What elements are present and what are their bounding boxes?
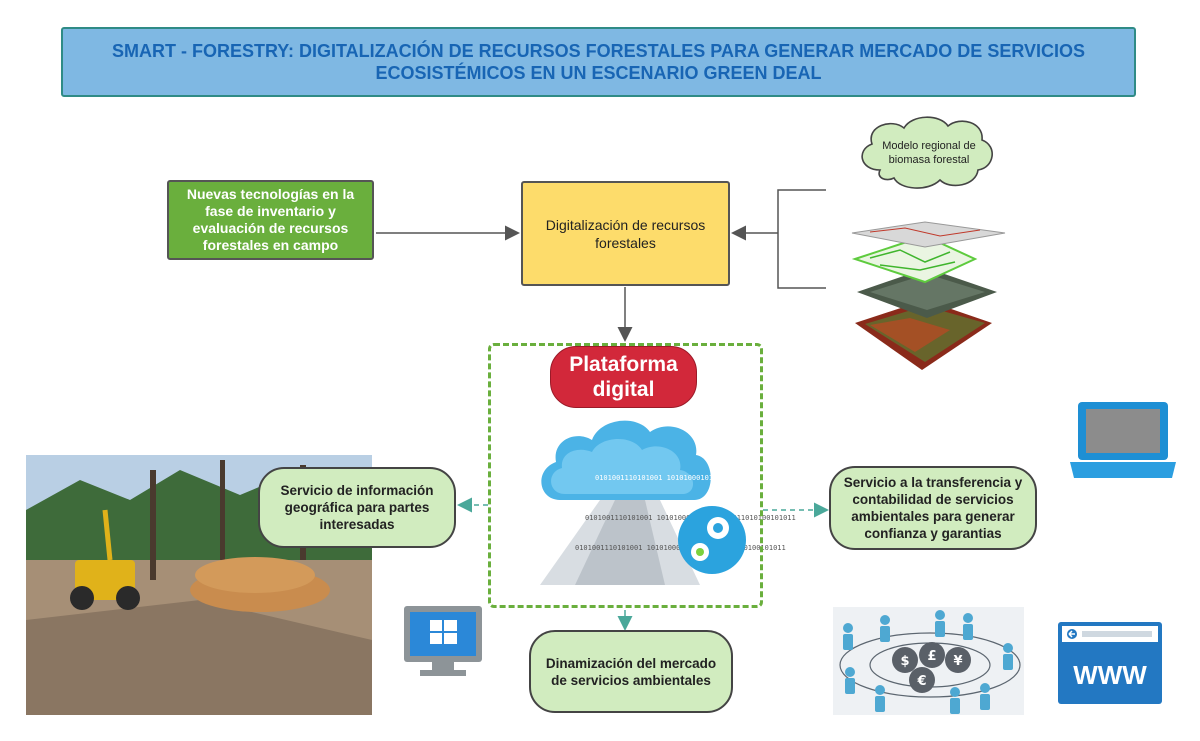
dollar-symbol: $ (900, 654, 909, 669)
money-network-graphic: $ £ ¥ € (833, 607, 1024, 715)
thought-cloud-shape (861, 116, 993, 189)
forest-harvester-photo (26, 455, 372, 715)
desktop-monitor-icon (404, 606, 482, 676)
transfer-accounting-service-box: Servicio a la transferencia y contabilid… (829, 466, 1037, 550)
platform-dashed-frame (488, 343, 763, 608)
digitalization-box: Digitalización de recursos forestales (521, 181, 730, 286)
bracket-layers (777, 189, 826, 289)
biomass-model-label: Modelo regional de biomasa forestal (882, 140, 976, 166)
binary-text-1: 0101001110101001 1010100010110101 001101… (595, 474, 806, 482)
gis-layers-graphic (851, 221, 1006, 370)
www-label: WWW (1073, 660, 1147, 690)
euro-symbol: € (916, 674, 926, 689)
market-dynamization-box: Dinamización del mercado de servicios am… (529, 630, 733, 713)
digital-platform-label: Plataforma digital (550, 346, 697, 408)
inventory-technologies-box: Nuevas tecnologías en la fase de inventa… (167, 180, 374, 260)
page-title: SMART - FORESTRY: DIGITALIZACIÓN DE RECU… (111, 41, 1086, 83)
gears-icon (678, 506, 746, 574)
geo-information-service-box: Servicio de información geográfica para … (258, 467, 456, 548)
windows-logo-icon (430, 620, 457, 644)
yen-symbol: ¥ (953, 654, 962, 669)
pound-symbol: £ (927, 649, 936, 664)
laptop-icon (1070, 402, 1176, 478)
www-browser-icon: WWW (1058, 622, 1162, 704)
title-banner: SMART - FORESTRY: DIGITALIZACIÓN DE RECU… (61, 27, 1136, 97)
